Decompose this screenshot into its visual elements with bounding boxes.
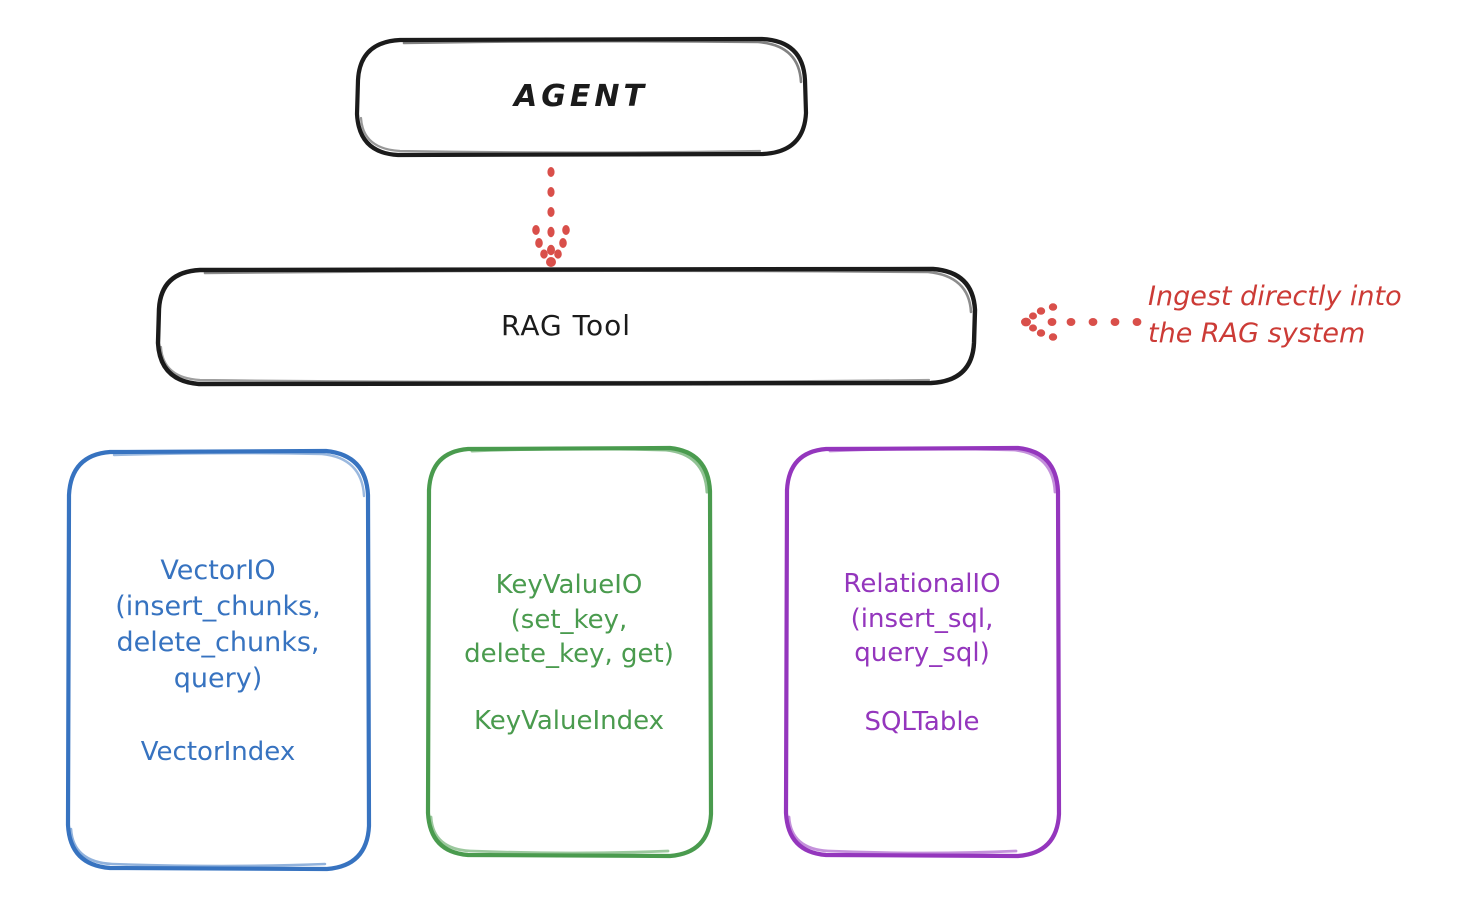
- keyvalueio-api-label: KeyValueIO (set_key, delete_key, get): [464, 569, 674, 670]
- vectorio-api-label: VectorIO (insert_chunks, delete_chunks, …: [115, 554, 321, 695]
- node-keyvalueio[interactable]: KeyValueIO (set_key, delete_key, get) Ke…: [428, 447, 710, 857]
- keyvalueio-index-label: KeyValueIndex: [473, 706, 665, 737]
- ingest-annotation: Ingest directly into the RAG system: [1148, 281, 1402, 350]
- vectorio-index-label: VectorIndex: [140, 737, 296, 768]
- ingest-to-rag-tool-arrow: [1021, 303, 1142, 341]
- relationalio-api-label: RelationalIO (insert_sql, query_sql): [843, 568, 1001, 669]
- node-agent[interactable]: AGENT: [357, 38, 805, 154]
- rag-tool-label: RAG Tool: [501, 309, 631, 342]
- node-vectorio[interactable]: VectorIO (insert_chunks, delete_chunks, …: [68, 450, 368, 870]
- node-rag-tool[interactable]: RAG Tool: [157, 268, 975, 383]
- agent-label: AGENT: [514, 78, 648, 114]
- node-relationalio[interactable]: RelationalIO (insert_sql, query_sql) SQL…: [786, 447, 1058, 857]
- agent-to-rag-tool-arrow: [532, 167, 570, 267]
- relationalio-index-label: SQLTable: [864, 707, 980, 738]
